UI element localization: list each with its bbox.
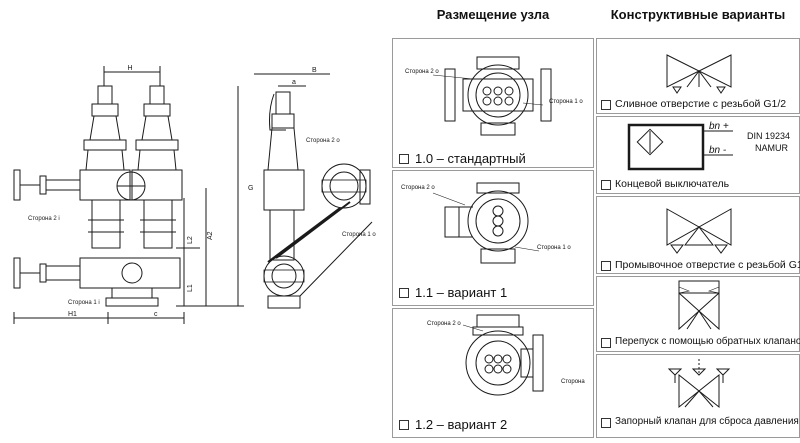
variant-label-drain: Сливное отверстие с резьбой G1/2	[615, 98, 787, 110]
shutoff-symbol-icon	[667, 359, 731, 409]
side-b-label: Сторона 1 o	[537, 245, 571, 251]
side-a-label: Сторона 2 o	[401, 185, 435, 191]
svg-text:B: B	[312, 67, 317, 74]
placement-checkbox-1-2[interactable]	[399, 420, 409, 430]
variant-checkbox-drain[interactable]	[601, 100, 611, 110]
svg-text:G: G	[248, 185, 253, 192]
variant-label-flush: Промывочное отверстие с резьбой G1/2	[615, 259, 800, 271]
placement-option-1-1: Сторона 2 o Сторона 1 o 1.1 – вариант 1	[392, 170, 594, 306]
placement-option-1-2: Сторона 2 o Сторона 1.2 – вариант 2	[392, 308, 594, 438]
variant-limit-switch: bn + bn - DIN 19234 NAMUR Концевой выклю…	[596, 116, 800, 194]
svg-text:Сторона 2 i: Сторона 2 i	[28, 216, 60, 222]
side-b-label: Сторона 1 o	[549, 99, 583, 105]
side-a-label: Сторона 2 o	[405, 69, 439, 75]
din-norm-label: DIN 19234	[747, 131, 791, 141]
variant-checkbox-limit-switch[interactable]	[601, 180, 611, 190]
svg-text:H1: H1	[68, 311, 77, 318]
variant-label-bypass: Перепуск с помощью обратных клапанов	[615, 336, 800, 347]
placement-checkbox-1-1[interactable]	[399, 288, 409, 298]
valve-top-view	[462, 314, 544, 396]
placement-label-1-2: 1.2 – вариант 2	[415, 417, 508, 432]
technical-drawing: H G A2 L2 L1 H1 c B a Сторона 2 i Сторон…	[0, 0, 390, 438]
limit-switch-icon	[627, 123, 733, 171]
svg-text:Сторона 1 o: Сторона 1 o	[342, 232, 376, 238]
variant-shutoff-valve: Запорный клапан для сброса давления	[596, 354, 800, 438]
valve-top-view	[432, 182, 540, 264]
bypass-symbol-icon	[678, 280, 720, 331]
terminal-plus-label: bn +	[709, 121, 729, 132]
placement-label-1-0: 1.0 – стандартный	[415, 151, 526, 166]
svg-text:A2: A2	[207, 231, 214, 240]
svg-text:c: c	[154, 311, 158, 318]
namur-label: NAMUR	[755, 143, 788, 153]
svg-text:Сторона 1 i: Сторона 1 i	[68, 300, 100, 306]
header-variants: Конструктивные варианты	[610, 7, 786, 22]
flush-symbol-icon	[666, 208, 732, 254]
placement-checkbox-1-0[interactable]	[399, 154, 409, 164]
variant-bypass: Перепуск с помощью обратных клапанов	[596, 276, 800, 352]
variant-flush-thread: Промывочное отверстие с резьбой G1/2	[596, 196, 800, 274]
svg-text:Сторона 2 o: Сторона 2 o	[306, 138, 340, 144]
variant-label-shutoff: Запорный клапан для сброса давления	[615, 416, 799, 427]
side-a-label: Сторона 2 o	[427, 321, 461, 327]
svg-text:H: H	[127, 65, 132, 72]
placement-option-1-0: Сторона 2 o Сторона 1 o 1.0 – стандартны…	[392, 38, 594, 168]
svg-text:L2: L2	[187, 236, 194, 244]
variant-label-limit-switch: Концевой выключатель	[615, 178, 730, 190]
drain-symbol-icon	[666, 54, 732, 94]
side-b-label: Сторона	[561, 379, 585, 385]
svg-text:a: a	[292, 79, 296, 86]
placement-label-1-1: 1.1 – вариант 1	[415, 285, 508, 300]
valve-assembly-drawing: H G A2 L2 L1 H1 c B a Сторона 2 i Сторон…	[13, 65, 376, 324]
variant-checkbox-shutoff[interactable]	[601, 418, 611, 428]
terminal-minus-label: bn -	[709, 145, 727, 156]
variant-checkbox-bypass[interactable]	[601, 338, 611, 348]
valve-top-view	[432, 56, 552, 136]
variant-checkbox-flush[interactable]	[601, 261, 611, 271]
svg-text:L1: L1	[187, 284, 194, 292]
header-placement: Размещение узла	[436, 7, 550, 22]
variant-drain-thread: Сливное отверстие с резьбой G1/2	[596, 38, 800, 114]
